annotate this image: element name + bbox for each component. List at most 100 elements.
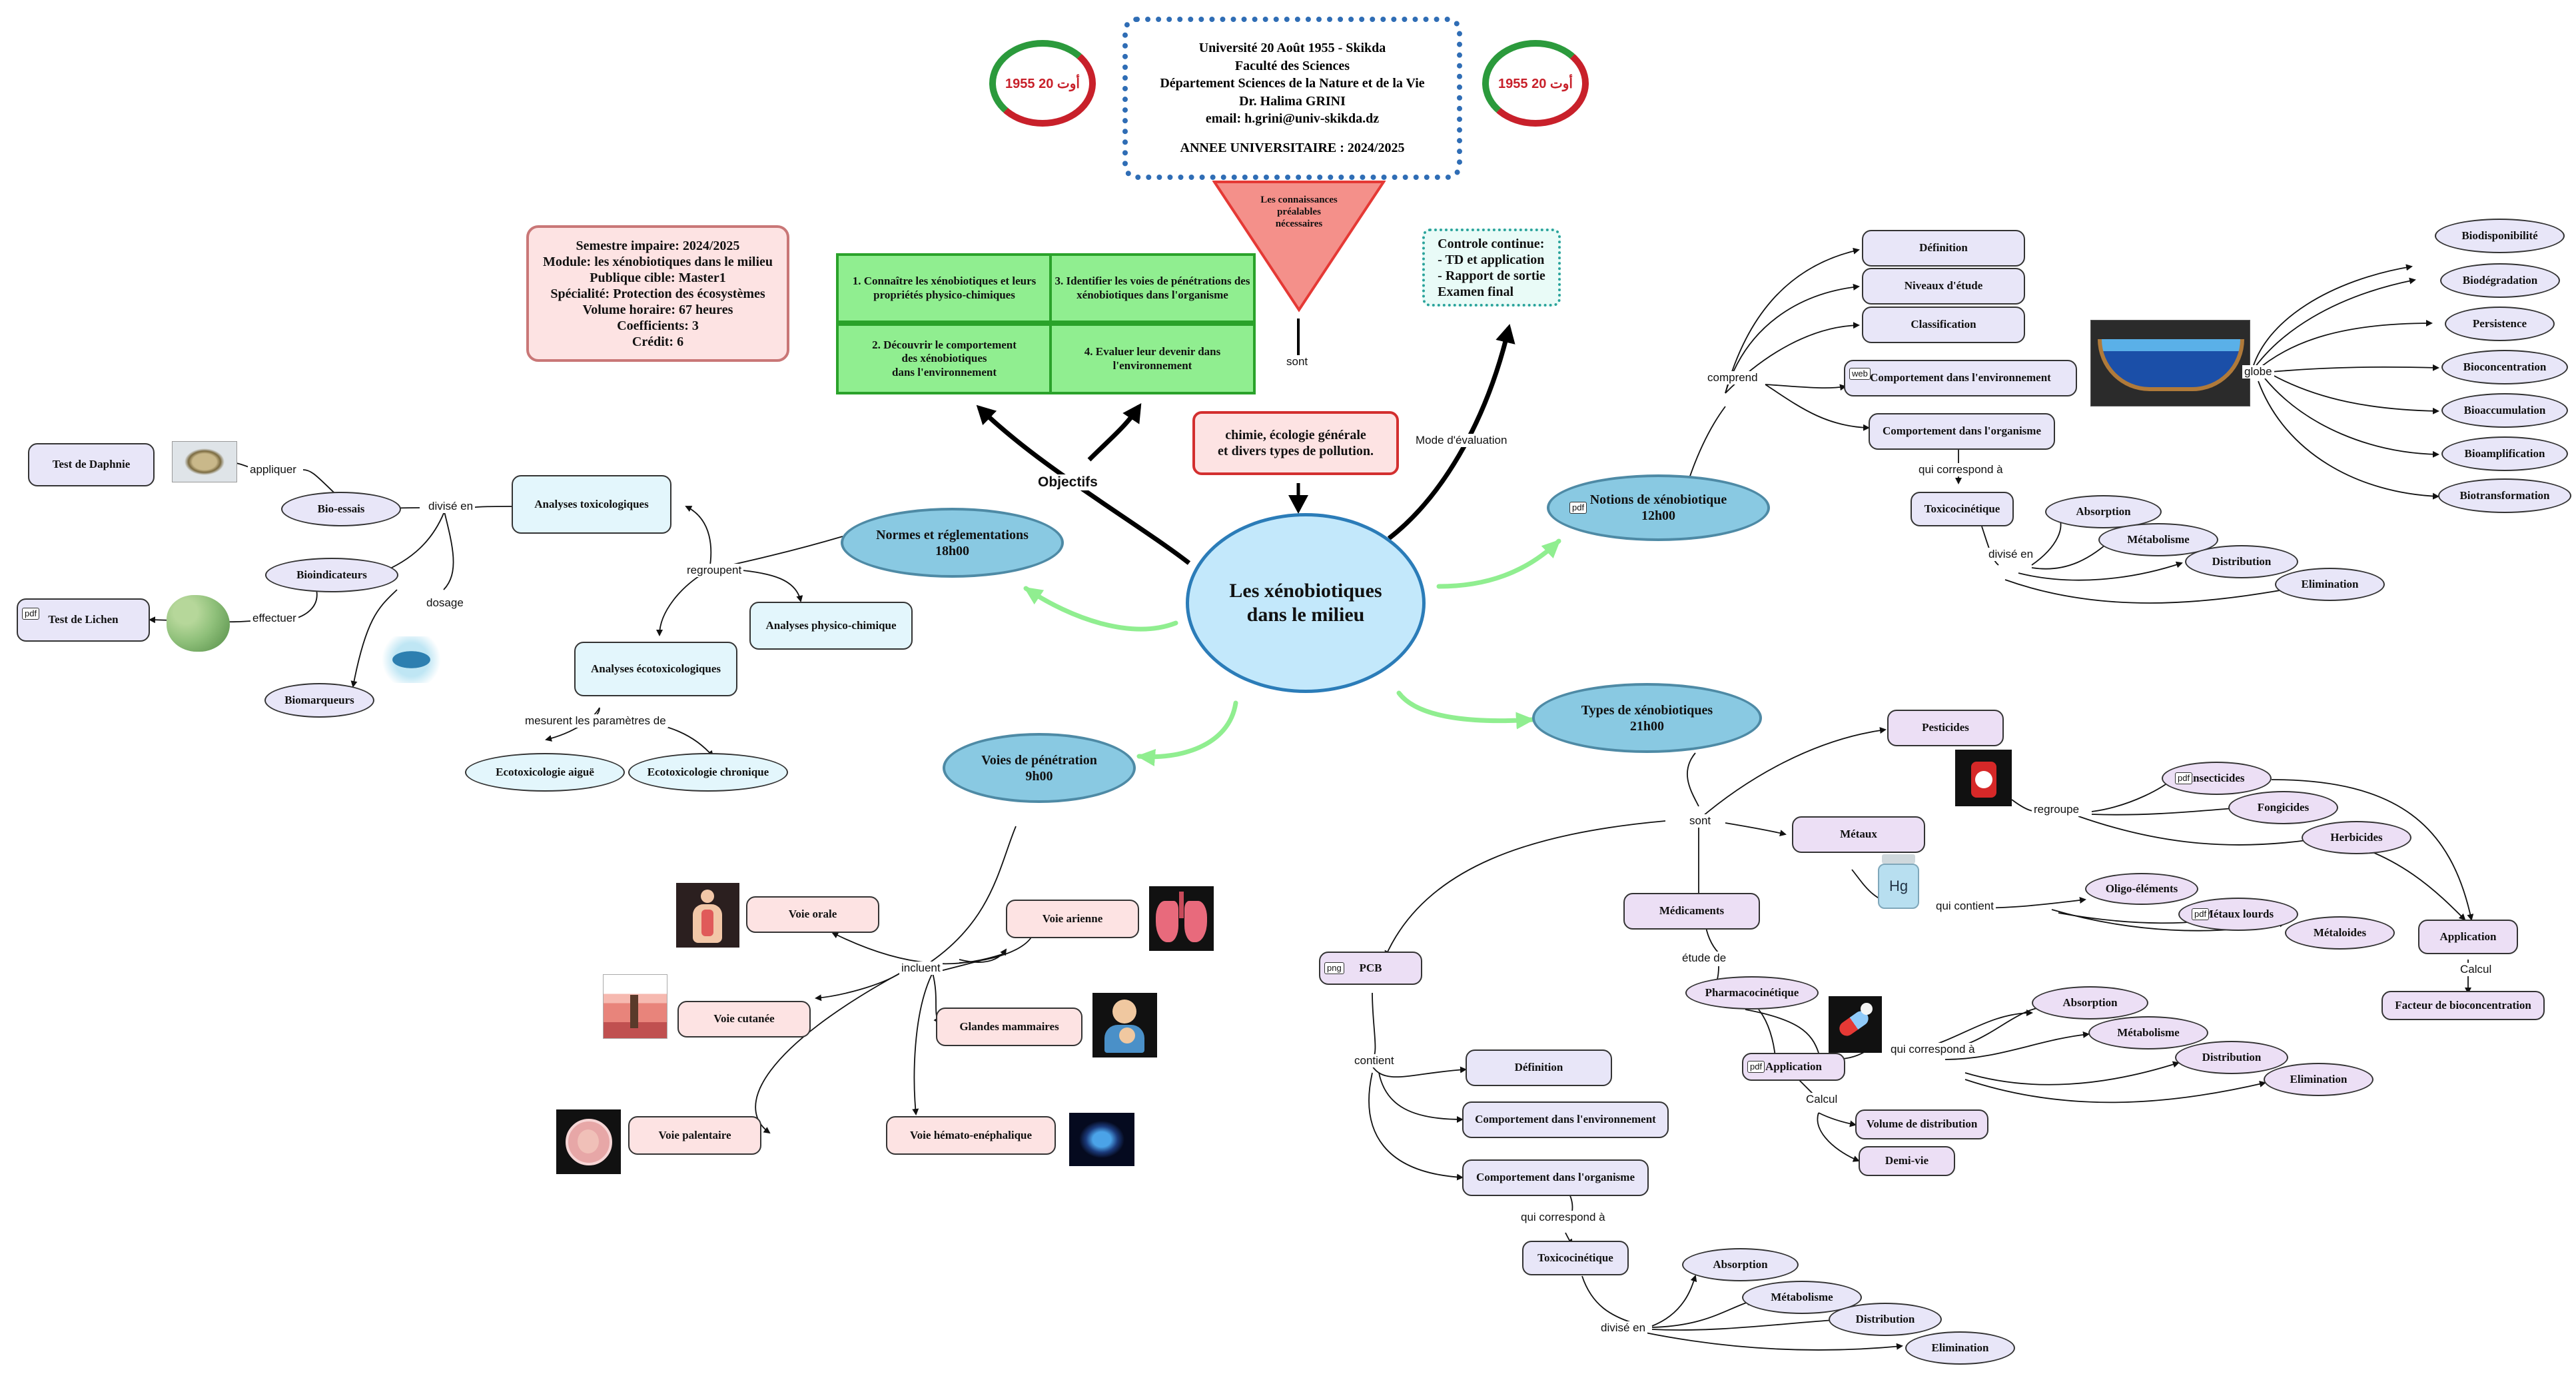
link-pcb-divise: divisé en (1599, 1321, 1648, 1335)
prop-biodegradation[interactable]: Biodégradation (2440, 263, 2560, 298)
branch-voies[interactable]: Voies de pénétration 9h00 (943, 733, 1136, 803)
type-metaux[interactable]: Métaux (1792, 816, 1925, 853)
pcb-comportement-environnement[interactable]: Comportement dans l'environnement (1462, 1101, 1669, 1138)
prerequisites-box: chimie, écologie générale et divers type… (1192, 411, 1399, 475)
pcb-absorption[interactable]: Absorption (1682, 1248, 1799, 1281)
notion-distribution[interactable]: Distribution (2185, 545, 2298, 578)
glandes-mammaires[interactable]: Glandes mammaires (936, 1008, 1082, 1046)
module-info-box: Semestre impaire: 2024/2025 Module: les … (526, 225, 789, 362)
pdf-icon[interactable]: pdf (1569, 502, 1587, 514)
header-box: Université 20 Août 1955 - Skikda Faculté… (1122, 17, 1462, 180)
body-image (676, 883, 739, 948)
metal-application[interactable]: Application (2418, 920, 2518, 954)
notion-definition[interactable]: Définition (1862, 230, 2025, 267)
pcb-comportement-organisme[interactable]: Comportement dans l'organisme (1462, 1159, 1649, 1196)
link-regroupent: regroupent (685, 564, 744, 577)
pdf-icon[interactable]: pdf (22, 608, 40, 620)
analyses-physico-chimique[interactable]: Analyses physico-chimique (749, 602, 913, 650)
university-name: Université 20 Août 1955 - Skikda (1198, 41, 1386, 56)
notion-elimination[interactable]: Elimination (2275, 568, 2385, 601)
type-medicaments[interactable]: Médicaments (1623, 893, 1760, 930)
metal-oligo-elements[interactable]: Oligo-éléments (2085, 873, 2198, 905)
voie-hemato-encephalique[interactable]: Voie hémato-enéphalique (886, 1116, 1056, 1155)
analyses-toxicologiques[interactable]: Analyses toxicologiques (512, 475, 671, 534)
test-de-daphnie[interactable]: Test de Daphnie (28, 443, 155, 486)
mercury-image: Hg (1875, 854, 1922, 911)
notion-niveaux[interactable]: Niveaux d'étude (1862, 268, 2025, 305)
analyses-ecotoxicologiques[interactable]: Analyses écotoxicologiques (574, 642, 737, 696)
link-qui-contient: qui contient (1934, 900, 1996, 913)
voie-arienne[interactable]: Voie arienne (1006, 900, 1139, 938)
branch-types[interactable]: Types de xénobiotiques 21h00 (1532, 683, 1762, 753)
med-elimination[interactable]: Elimination (2264, 1063, 2373, 1096)
notion-classification[interactable]: Classification (1862, 307, 2025, 343)
prerequisites-label: Les connaissances préalables nécessaires (1260, 194, 1338, 229)
pdf-icon[interactable]: pdf (1747, 1061, 1765, 1073)
lungs-image (1149, 886, 1214, 951)
objective-4: 4. Evaluer leur devenir dans l'environne… (1049, 323, 1256, 394)
ecotoxicologie-aigue[interactable]: Ecotoxicologie aiguë (465, 753, 625, 792)
voie-cutanee[interactable]: Voie cutanée (677, 1001, 811, 1037)
prop-persistence[interactable]: Persistence (2445, 307, 2555, 341)
pcb-definition[interactable]: Définition (1466, 1049, 1612, 1086)
link-globe: globe (2242, 365, 2274, 378)
teacher-email[interactable]: email: h.grini@univ-skikda.dz (1205, 111, 1380, 126)
university-logo-left: 1955 أوت 20 (989, 40, 1096, 127)
pcb-elimination[interactable]: Elimination (1905, 1331, 2015, 1365)
web-icon[interactable]: web (1849, 368, 1871, 380)
notion-absorption[interactable]: Absorption (2045, 495, 2162, 528)
skin-image (603, 974, 667, 1039)
link-qui-correspond: qui correspond à (1917, 463, 2005, 476)
med-metabolisme[interactable]: Métabolisme (2088, 1016, 2208, 1049)
notion-toxicocinetique[interactable]: Toxicocinétique (1911, 492, 2014, 526)
volume-de-distribution[interactable]: Volume de distribution (1855, 1109, 1988, 1139)
objective-3: 3. Identifier les voies de pénétrations … (1049, 253, 1256, 323)
link-types-sont: sont (1687, 814, 1713, 828)
med-absorption[interactable]: Absorption (2032, 986, 2148, 1020)
prop-bioconcentration[interactable]: Bioconcentration (2441, 350, 2568, 384)
prop-biotransformation[interactable]: Biotransformation (2438, 478, 2571, 513)
central-topic[interactable]: Les xénobiotiques dans le milieu (1186, 513, 1426, 693)
evaluation-box: Controle continue: - TD et application -… (1422, 229, 1561, 307)
med-distribution[interactable]: Distribution (2175, 1041, 2288, 1074)
department-name: Département Sciences de la Nature et de … (1160, 76, 1425, 91)
link-calcul: Calcul (2458, 963, 2494, 976)
branch-normes[interactable]: Normes et réglementations 18h00 (841, 508, 1064, 578)
link-notion-divise: divisé en (1986, 548, 2036, 561)
pcb-toxicocinetique[interactable]: Toxicocinétique (1522, 1241, 1629, 1275)
link-mesurent: mesurent les paramètres de (523, 714, 668, 728)
metal-metaloides[interactable]: Métaloides (2285, 916, 2395, 950)
notion-comportement-organisme[interactable]: Comportement dans l'organisme (1869, 413, 2055, 450)
prop-bioamplification[interactable]: Bioamplification (2441, 436, 2568, 471)
pdf-icon[interactable]: pdf (2192, 908, 2210, 920)
objective-2: 2. Découvrir le comportement des xénobio… (836, 323, 1053, 394)
voie-orale[interactable]: Voie orale (746, 896, 879, 933)
link-appliquer: appliquer (248, 463, 298, 476)
ecotoxicologie-chronique[interactable]: Ecotoxicologie chronique (628, 753, 788, 792)
bio-essais[interactable]: Bio-essais (281, 492, 401, 526)
demi-vie[interactable]: Demi-vie (1859, 1146, 1955, 1176)
prop-bioaccumulation[interactable]: Bioaccumulation (2441, 393, 2568, 428)
pcb-distribution[interactable]: Distribution (1829, 1303, 1942, 1336)
logo-text: 1955 أوت 20 (1498, 76, 1573, 91)
link-med-calcul: Calcul (1804, 1093, 1840, 1106)
biomarqueurs[interactable]: Biomarqueurs (264, 683, 374, 718)
type-herbicides[interactable]: Herbicides (2302, 821, 2411, 854)
pharmacocinetique[interactable]: Pharmacocinétique (1685, 976, 1819, 1010)
prop-biodisponibilite[interactable]: Biodisponibilité (2435, 219, 2565, 253)
type-pesticides[interactable]: Pesticides (1887, 710, 2004, 746)
breastfeeding-image (1092, 993, 1157, 1057)
voie-palentaire[interactable]: Voie palentaire (628, 1116, 761, 1155)
pdf-icon[interactable]: pdf (2175, 772, 2193, 784)
facteur-bioconcentration[interactable]: Facteur de bioconcentration (2381, 991, 2545, 1020)
png-icon[interactable]: png (1324, 962, 1344, 974)
bioindicateurs[interactable]: Bioindicateurs (265, 558, 398, 592)
type-fongicides[interactable]: Fongicides (2228, 791, 2338, 824)
